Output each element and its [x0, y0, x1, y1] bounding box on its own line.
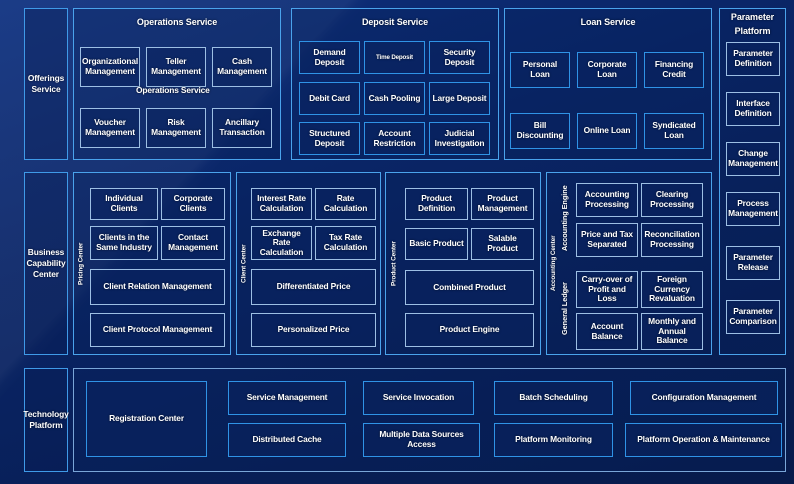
sidebar-label-business-capability-center: Business Capability Center — [26, 247, 66, 279]
node-bill-discounting[interactable]: Bill Discounting — [510, 113, 570, 149]
node-change-management[interactable]: Change Management — [726, 142, 780, 176]
node-salable-product[interactable]: Salable Product — [471, 228, 534, 260]
sidebar-label-technology-platform: Technology Platform — [23, 409, 69, 430]
node-client-protocol-management[interactable]: Client Protocol Management — [90, 313, 225, 347]
vertical-label-client-center: Client Center — [240, 244, 248, 283]
vertical-label-accounting-engine: Accounting Engine — [560, 185, 569, 251]
node-security-deposit[interactable]: Security Deposit — [429, 41, 490, 74]
node-configuration-management[interactable]: Configuration Management — [630, 381, 778, 415]
node-interface-definition[interactable]: Interface Definition — [726, 92, 780, 126]
node-process-management[interactable]: Process Management — [726, 192, 780, 226]
node-clearing-processing[interactable]: Clearing Processing — [641, 183, 703, 217]
node-ancillary-transaction[interactable]: Ancillary Transaction — [212, 108, 272, 148]
node-parameter-release[interactable]: Parameter Release — [726, 246, 780, 280]
node-product-definition[interactable]: Product Definition — [405, 188, 468, 220]
panel-title-operations-service-duplicate: Operations Service — [136, 85, 210, 95]
node-exchange-rate-calculation[interactable]: Exchange Rate Calculation — [251, 226, 312, 260]
node-judicial-investigation[interactable]: Judicial Investigation — [429, 122, 490, 155]
node-product-management[interactable]: Product Management — [471, 188, 534, 220]
node-differentiated-price[interactable]: Differentiated Price — [251, 269, 376, 305]
node-account-restriction[interactable]: Account Restriction — [364, 122, 425, 155]
node-multiple-data-sources-access[interactable]: Multiple Data Sources Access — [363, 423, 480, 457]
vertical-label-product-center: Product Center — [390, 241, 398, 286]
node-parameter-definition[interactable]: Parameter Definition — [726, 42, 780, 76]
node-interest-rate-calculation[interactable]: Interest Rate Calculation — [251, 188, 312, 220]
node-batch-scheduling[interactable]: Batch Scheduling — [494, 381, 613, 415]
node-online-loan[interactable]: Online Loan — [577, 113, 637, 149]
node-parameter-comparison[interactable]: Parameter Comparison — [726, 300, 780, 334]
node-service-invocation[interactable]: Service Invocation — [363, 381, 474, 415]
node-price-and-tax-separated[interactable]: Price and Tax Separated — [576, 223, 638, 257]
node-registration-center[interactable]: Registration Center — [86, 381, 207, 457]
sidebar-offerings-service[interactable] — [24, 8, 68, 160]
node-foreign-currency-revaluation[interactable]: Foreign Currency Revaluation — [641, 271, 703, 308]
node-syndicated-loan[interactable]: Syndicated Loan — [644, 113, 704, 149]
panel-title-parameter-platform-line1: Parameter — [730, 12, 775, 23]
node-structured-deposit[interactable]: Structured Deposit — [299, 122, 360, 155]
node-tax-rate-calculation[interactable]: Tax Rate Calculation — [315, 226, 376, 260]
node-platform-monitoring[interactable]: Platform Monitoring — [494, 423, 613, 457]
node-contact-management[interactable]: Contact Management — [161, 226, 225, 260]
node-distributed-cache[interactable]: Distributed Cache — [228, 423, 346, 457]
node-account-balance[interactable]: Account Balance — [576, 313, 638, 350]
node-cash-management[interactable]: Cash Management — [212, 47, 272, 87]
node-risk-management[interactable]: Risk Management — [146, 108, 206, 148]
node-service-management[interactable]: Service Management — [228, 381, 346, 415]
panel-title-deposit-service: Deposit Service — [361, 17, 429, 28]
node-accounting-processing[interactable]: Accounting Processing — [576, 183, 638, 217]
sidebar-business-capability-center[interactable] — [24, 172, 68, 355]
node-time-deposit[interactable]: Time Deposit — [364, 41, 425, 74]
panel-title-parameter-platform-line2: Platform — [734, 26, 771, 37]
node-teller-management[interactable]: Teller Management — [146, 47, 206, 87]
node-reconciliation-processing[interactable]: Reconciliation Processing — [641, 223, 703, 257]
node-rate-calculation[interactable]: Rate Calculation — [315, 188, 376, 220]
node-client-relation-management[interactable]: Client Relation Management — [90, 269, 225, 305]
node-carry-over-of-profit-and-loss[interactable]: Carry-over of Profit and Loss — [576, 271, 638, 308]
node-financing-credit[interactable]: Financing Credit — [644, 52, 704, 88]
sidebar-technology-platform[interactable] — [24, 368, 68, 472]
node-platform-operation-maintenance[interactable]: Platform Operation & Maintenance — [625, 423, 782, 457]
vertical-label-pricing-center: Pricing Center — [77, 242, 85, 285]
node-monthly-and-annual-balance[interactable]: Monthly and Annual Balance — [641, 313, 703, 350]
node-personalized-price[interactable]: Personalized Price — [251, 313, 376, 347]
node-voucher-management[interactable]: Voucher Management — [80, 108, 140, 148]
node-individual-clients[interactable]: Individual Clients — [90, 188, 158, 220]
panel-title-operations-service: Operations Service — [136, 17, 218, 28]
node-combined-product[interactable]: Combined Product — [405, 270, 534, 305]
vertical-label-general-ledger: General Ledger — [560, 282, 569, 336]
node-organizational-management[interactable]: Organizational Management — [80, 47, 140, 87]
node-corporate-loan[interactable]: Corporate Loan — [577, 52, 637, 88]
node-product-engine[interactable]: Product Engine — [405, 313, 534, 347]
node-large-deposit[interactable]: Large Deposit — [429, 82, 490, 115]
node-demand-deposit[interactable]: Demand Deposit — [299, 41, 360, 74]
node-basic-product[interactable]: Basic Product — [405, 228, 468, 260]
panel-title-loan-service: Loan Service — [580, 17, 636, 28]
node-cash-pooling[interactable]: Cash Pooling — [364, 82, 425, 115]
sidebar-label-offerings-service: Offerings Service — [27, 73, 65, 94]
node-debit-card[interactable]: Debit Card — [299, 82, 360, 115]
node-personal-loan[interactable]: Personal Loan — [510, 52, 570, 88]
node-clients-in-the-same-industry[interactable]: Clients in the Same Industry — [90, 226, 158, 260]
node-corporate-clients[interactable]: Corporate Clients — [161, 188, 225, 220]
